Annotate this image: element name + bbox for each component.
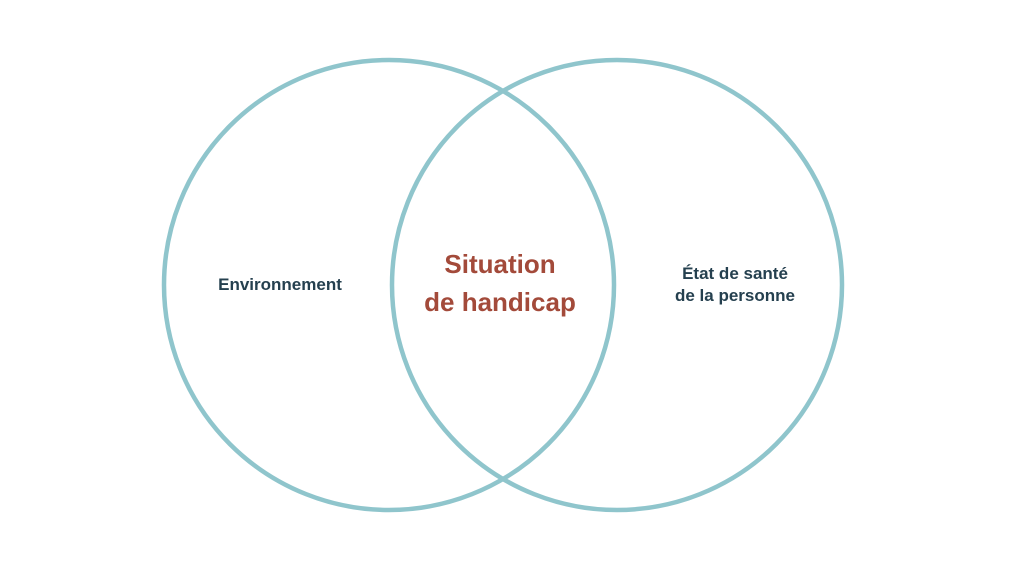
right-circle bbox=[389, 57, 845, 513]
center-label-line1: Situation bbox=[444, 249, 556, 279]
right-label: État de santé de la personne bbox=[640, 263, 830, 307]
left-circle bbox=[161, 57, 617, 513]
left-label: Environnement bbox=[190, 274, 370, 296]
right-label-line1: État de santé bbox=[682, 264, 788, 283]
center-label-line2: de handicap bbox=[424, 286, 576, 317]
right-label-line2: de la personne bbox=[675, 286, 795, 306]
center-label: Situation de handicap bbox=[400, 246, 600, 321]
left-label-text: Environnement bbox=[218, 275, 342, 294]
